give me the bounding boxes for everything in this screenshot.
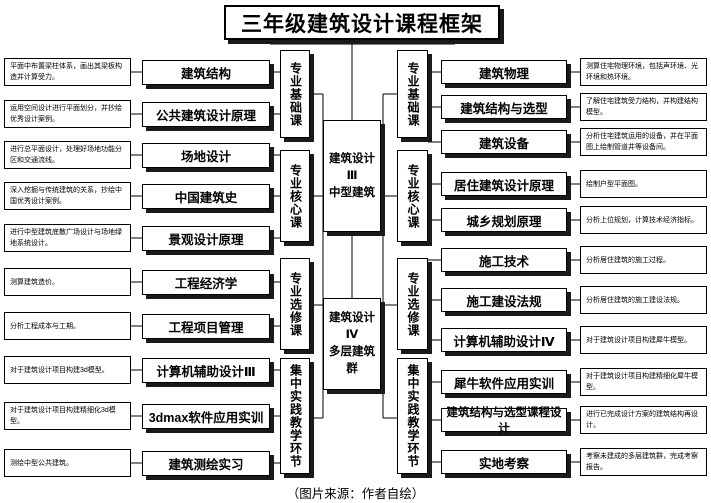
left-course-8: 计算机辅助设计Ⅲ — [142, 358, 270, 383]
left-course-5: 景观设计原理 — [142, 226, 270, 251]
right-desc-4: 绘制户型平面图。 — [580, 170, 707, 198]
right-category-basic: 专业基础课 — [397, 50, 428, 138]
right-category-elective: 专业选修课 — [397, 258, 428, 350]
left-desc-9: 对于建筑设计项目构建精细化3d模型。 — [4, 402, 131, 430]
right-course-7: 施工建设法规 — [441, 288, 567, 312]
left-category-practice: 集中实践教学环节 — [280, 358, 310, 474]
left-category-basic: 专业基础课 — [280, 50, 310, 138]
right-desc-6: 分析居住建筑的施工过程。 — [580, 246, 707, 274]
left-course-9: 3dmax软件应用实训 — [142, 404, 270, 429]
left-course-7: 工程项目管理 — [142, 314, 270, 339]
left-category-elective: 专业选修课 — [280, 258, 310, 350]
right-course-4: 居住建筑设计原理 — [441, 172, 567, 196]
right-course-11: 实地考察 — [441, 450, 567, 474]
right-desc-8: 对于建筑设计项目构建犀牛模型。 — [580, 326, 707, 354]
left-course-2: 公共建筑设计原理 — [142, 102, 270, 127]
left-desc-4: 深入挖掘与传统建筑的关系，抄绘中国优秀设计案例。 — [4, 182, 131, 210]
right-desc-5: 分析上位规划，计算技术经济指标。 — [580, 206, 707, 234]
right-course-6: 施工技术 — [441, 248, 567, 272]
left-desc-10: 测绘中型公共建筑。 — [4, 449, 131, 477]
right-course-2: 建筑结构与选型 — [441, 95, 567, 119]
left-desc-1: 平面中布置梁柱体系，画出其梁板构造并计算受力。 — [4, 58, 131, 86]
right-desc-11: 考察未建成的多层建筑群，完成考察报告。 — [580, 448, 707, 476]
right-course-1: 建筑物理 — [441, 60, 567, 84]
center-bottom-node: 建筑设计Ⅳ 多层建筑群 — [323, 298, 381, 390]
left-category-core: 专业核心课 — [280, 150, 310, 242]
right-desc-3: 分析住宅建筑运用的设备，并在平面图上绘制管道井等设备间。 — [580, 128, 707, 156]
left-course-3: 场地设计 — [142, 143, 270, 168]
center-top-line-2: 中型建筑 — [329, 186, 375, 199]
center-top-node: 建筑设计Ⅲ 中型建筑 — [323, 120, 381, 232]
left-desc-3: 进行总平面设计，处理好场地功能分区和交通流线。 — [4, 141, 131, 169]
left-course-1: 建筑结构 — [142, 60, 270, 85]
left-desc-6: 测算建筑造价。 — [4, 268, 131, 296]
left-desc-7: 分析工程成本与工期。 — [4, 312, 131, 340]
right-category-practice: 集中实践教学环节 — [397, 358, 428, 474]
right-course-3: 建筑设备 — [441, 130, 567, 154]
right-course-10: 建筑结构与选型课程设计 — [441, 407, 567, 435]
diagram-title: 三年级建筑设计课程框架 — [224, 5, 500, 40]
right-desc-9: 对于建筑设计项目构建精细化犀牛模型。 — [580, 368, 707, 396]
right-desc-10: 进行已完成设计方案的建筑结构再设计。 — [580, 406, 707, 434]
left-course-10: 建筑测绘实习 — [142, 451, 270, 476]
right-category-core: 专业核心课 — [397, 150, 428, 242]
left-desc-2: 运用空间设计进行平面划分，并抄绘优秀设计案例。 — [4, 100, 131, 128]
figure-caption: （图片来源：作者自绘） — [286, 486, 425, 501]
right-course-5: 城乡规划原理 — [441, 208, 567, 232]
right-desc-1: 测算住宅物理环境，包括声环境、光环境和热环境。 — [580, 58, 707, 86]
right-course-8: 计算机辅助设计Ⅳ — [441, 328, 567, 352]
center-bottom-line-1: 建筑设计Ⅳ — [329, 312, 375, 341]
right-desc-7: 分析居住建筑的施工建设法规。 — [580, 286, 707, 314]
left-desc-8: 对于建筑设计项目构建3d模型。 — [4, 356, 131, 384]
right-desc-2: 了解住宅建筑受力结构，并构建结构模型。 — [580, 93, 707, 121]
right-course-9: 犀牛软件应用实训 — [441, 370, 567, 394]
center-top-line-1: 建筑设计Ⅲ — [329, 152, 375, 182]
left-desc-5: 进行中型建筑底散广场设计与场地绿地系统设计。 — [4, 224, 131, 252]
center-bottom-line-2: 多层建筑群 — [329, 346, 375, 375]
left-course-6: 工程经济学 — [142, 270, 270, 295]
left-course-4: 中国建筑史 — [142, 184, 270, 209]
